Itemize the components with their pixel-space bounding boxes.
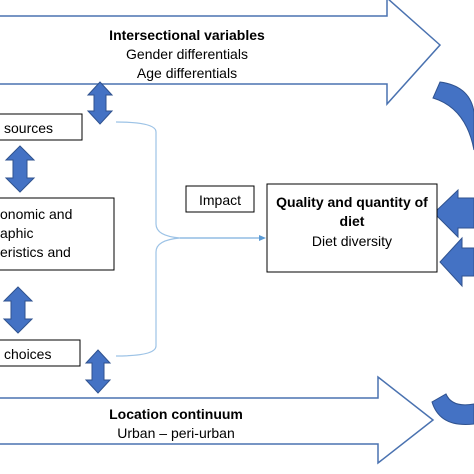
- double-arrow-bottom: [84, 349, 112, 394]
- intersectional-arrow: [0, 0, 442, 106]
- intersectional-age: Age differentials: [136, 65, 238, 81]
- curved-arrow-top: [432, 81, 474, 151]
- double-arrow-left-lower: [2, 286, 34, 334]
- impact-label: Impact: [198, 192, 242, 208]
- location-title: Location continuum: [109, 406, 243, 422]
- socio-line-3: eristics and: [0, 244, 71, 260]
- outcome-subtitle: Diet diversity: [311, 233, 393, 249]
- choices-label: choices: [4, 346, 52, 362]
- double-arrow-left-upper: [4, 145, 36, 193]
- intersectional-title: Intersectional variables: [109, 27, 265, 43]
- grouping-bracket: [115, 121, 181, 357]
- choices-box: [0, 339, 81, 367]
- socio-line-1: onomic and: [0, 206, 73, 222]
- sources-label: sources: [4, 120, 54, 136]
- outcome-box: [266, 183, 438, 273]
- right-input-arrow-2: [439, 236, 474, 288]
- right-input-arrow-1: [433, 188, 474, 239]
- curved-arrow-bottom: [431, 393, 474, 426]
- impact-box: [185, 185, 255, 213]
- impact-arrowhead: [259, 235, 266, 241]
- outcome-title-line-2: diet: [339, 213, 365, 229]
- sources-box: [0, 113, 83, 141]
- outcome-title-line-1: Quality and quantity of: [276, 194, 428, 210]
- socio-box: [0, 197, 115, 271]
- socio-line-2: aphic: [0, 225, 34, 241]
- location-subtitle: Urban – peri-urban: [117, 425, 235, 441]
- intersectional-gender: Gender differentials: [126, 46, 248, 62]
- location-arrow: [0, 375, 435, 465]
- double-arrow-top: [86, 81, 114, 125]
